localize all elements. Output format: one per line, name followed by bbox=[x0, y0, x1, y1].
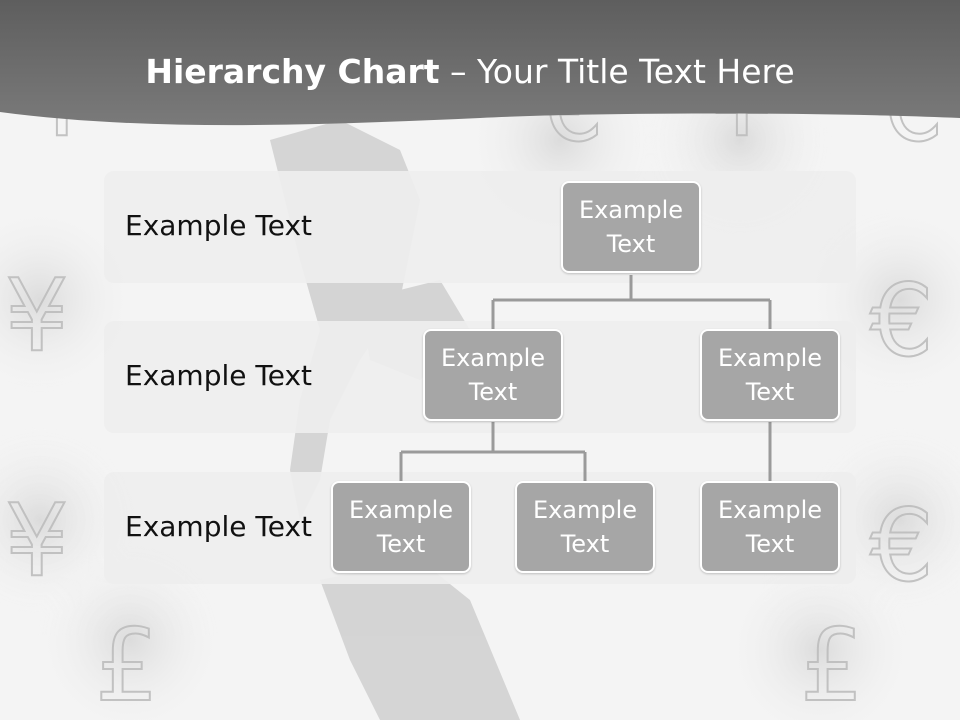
euro-icon: € bbox=[870, 487, 934, 604]
node-label: Example Text bbox=[578, 196, 684, 258]
node-label: Example Text bbox=[348, 496, 454, 558]
pound-icon: £ bbox=[800, 607, 864, 720]
pound-icon: £ bbox=[95, 607, 159, 720]
title-rest: – Your Title Text Here bbox=[439, 52, 795, 91]
node-label: Example Text bbox=[717, 496, 823, 558]
yen-icon: ¥ bbox=[5, 482, 69, 599]
level-1-label: Example Text bbox=[125, 209, 313, 242]
slide-title: Hierarchy Chart – Your Title Text Here bbox=[0, 52, 940, 91]
org-node-level3-a[interactable]: Example Text bbox=[331, 481, 471, 573]
title-bold: Hierarchy Chart bbox=[145, 52, 440, 91]
org-node-level3-b[interactable]: Example Text bbox=[515, 481, 655, 573]
node-label: Example Text bbox=[717, 344, 823, 406]
node-label: Example Text bbox=[440, 344, 546, 406]
level-band-1 bbox=[104, 171, 856, 283]
node-label: Example Text bbox=[532, 496, 638, 558]
level-3-label: Example Text bbox=[125, 510, 313, 543]
org-node-root[interactable]: Example Text bbox=[561, 181, 701, 273]
level-2-label: Example Text bbox=[125, 359, 313, 392]
org-node-level2-right[interactable]: Example Text bbox=[700, 329, 840, 421]
yen-icon: ¥ bbox=[5, 257, 69, 374]
euro-icon: € bbox=[870, 262, 934, 379]
org-node-level2-left[interactable]: Example Text bbox=[423, 329, 563, 421]
org-node-level3-c[interactable]: Example Text bbox=[700, 481, 840, 573]
